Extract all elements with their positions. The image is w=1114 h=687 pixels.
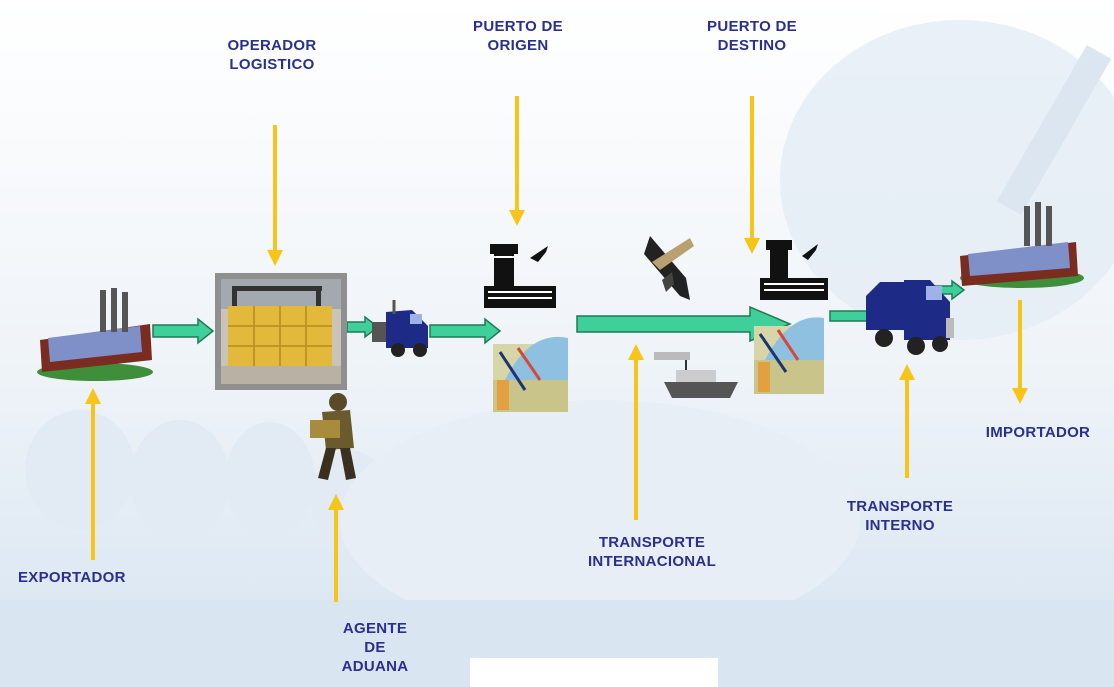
flow-arrow-1 <box>152 317 215 345</box>
airplane-icon <box>644 236 694 300</box>
arrow-importador-down <box>1012 300 1028 404</box>
label-transporte-interno: TRANSPORTE INTERNO <box>846 498 954 534</box>
arrow-puerto-destino-down <box>744 96 760 254</box>
port-crane-icon <box>754 317 824 394</box>
truck-icon <box>372 300 428 357</box>
airport-tower-icon <box>760 240 828 300</box>
arrow-exportador-up <box>85 388 101 560</box>
arrow-transporte-internacional-up <box>628 344 644 520</box>
label-agente-de-aduana: AGENTE DE ADUANA <box>341 620 409 675</box>
label-puerto-de-origen: PUERTO DE ORIGEN <box>473 18 563 54</box>
label-puerto-de-destino: PUERTO DE DESTINO <box>707 18 797 54</box>
airport-tower-icon <box>484 244 556 308</box>
label-operador-logistico: OPERADOR LOGISTICO <box>227 37 317 73</box>
truck-icon <box>866 280 954 355</box>
arrow-agente-up <box>328 494 344 602</box>
flow-arrow-2 <box>346 315 380 339</box>
arrow-puerto-origen-down <box>509 96 525 226</box>
flow-arrow-3 <box>429 317 502 345</box>
port-crane-icon <box>493 336 568 412</box>
ship-icon <box>654 352 738 398</box>
arrow-transporte-interno-up <box>899 364 915 478</box>
factory-icon <box>37 288 153 381</box>
label-transporte-internacional: TRANSPORTE INTERNACIONAL <box>587 534 717 570</box>
warehouse-photo <box>215 273 347 390</box>
pointer-arrows <box>85 96 1028 602</box>
factory-icon <box>960 202 1084 288</box>
worker-icon <box>310 393 356 480</box>
label-exportador: EXPORTADOR <box>18 569 126 586</box>
label-importador: IMPORTADOR <box>985 424 1091 441</box>
arrow-operador-down <box>267 125 283 266</box>
